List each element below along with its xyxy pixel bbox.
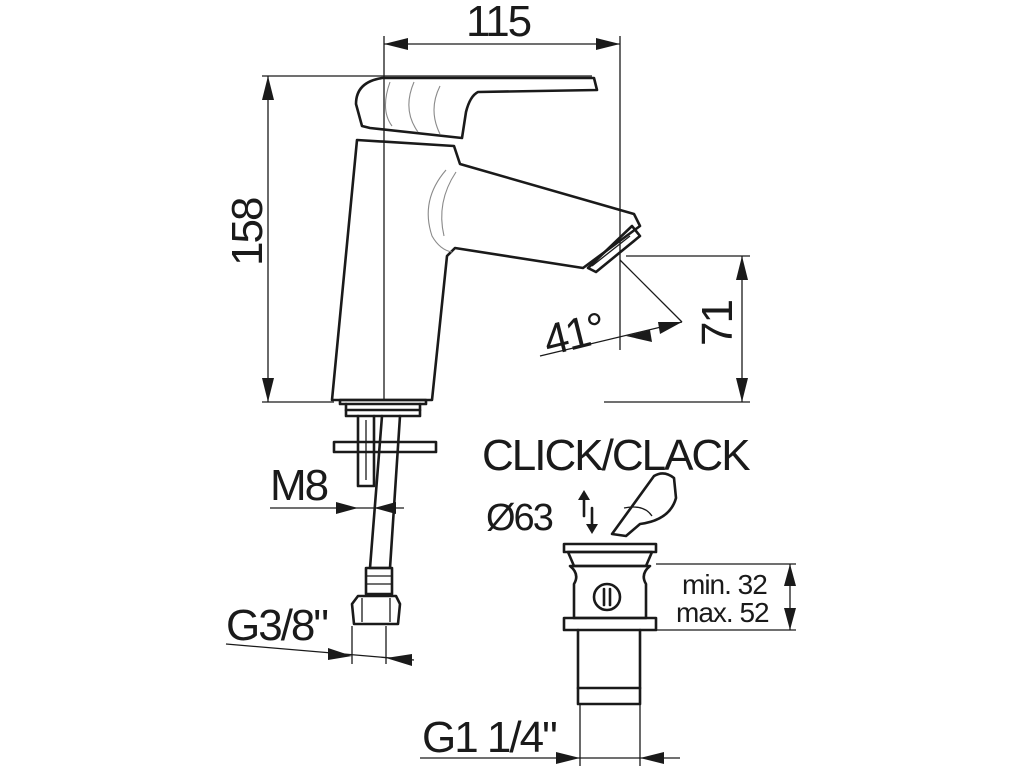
up-down-arrows-icon [578, 490, 598, 534]
waste-diameter-label: Ø63 [486, 497, 553, 539]
waste-min-label: min. 32 [682, 569, 767, 600]
hose-connection-label: G3/8" [226, 601, 327, 650]
waste-max-label: max. 52 [676, 597, 769, 628]
waste-assembly [562, 472, 678, 706]
width-dimension-label: 115 [466, 0, 531, 46]
mounting-hardware [332, 414, 438, 626]
waste-type-label: CLICK/CLACK [482, 431, 750, 480]
height-dimension-label: 158 [223, 198, 272, 266]
thread-rod-label: M8 [270, 461, 328, 510]
spout-angle-label: 41° [539, 304, 610, 366]
dimension-lines [225, 36, 796, 766]
waste-thread-label: G1 1/4" [422, 713, 556, 762]
spout-height-dimension-label: 71 [693, 301, 742, 346]
faucet-body [330, 76, 642, 418]
press-finger-icon [610, 472, 678, 538]
